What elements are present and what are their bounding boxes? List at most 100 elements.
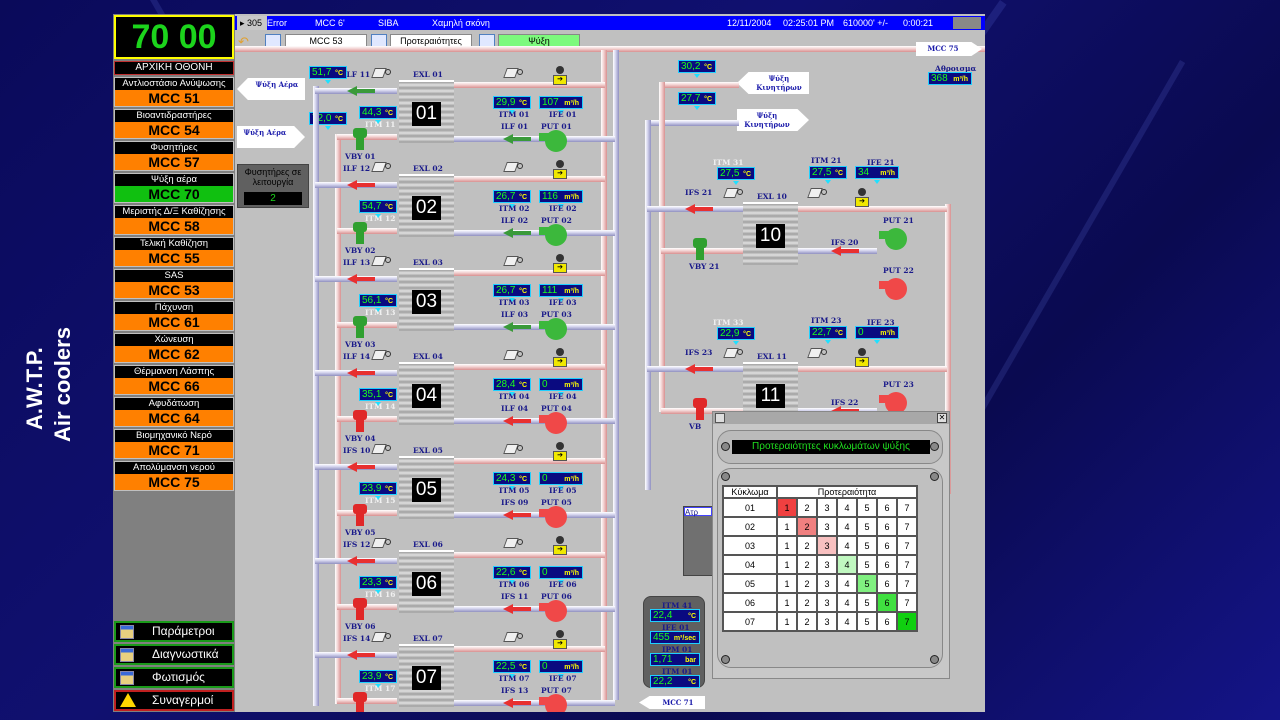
priority-cell[interactable]: 3: [816, 516, 838, 537]
nav-button[interactable]: Διαγνωστικά: [114, 644, 234, 665]
priority-cell[interactable]: 3: [816, 497, 838, 518]
nav-button[interactable]: Παράμετροι: [114, 621, 234, 642]
priority-cell-selected[interactable]: 1: [776, 497, 798, 518]
priority-cell[interactable]: 3: [816, 573, 838, 594]
bypass-valve-icon[interactable]: [353, 222, 367, 244]
bypass-valve-icon[interactable]: [353, 692, 367, 712]
temperature-sensor-icon[interactable]: [371, 536, 391, 550]
priority-cell[interactable]: 3: [816, 611, 838, 632]
bypass-valve-icon[interactable]: [353, 316, 367, 338]
priority-cell-selected[interactable]: 7: [896, 611, 918, 632]
temperature-sensor-icon[interactable]: [723, 346, 743, 360]
air-out-tag[interactable]: Ψύξη Αέρα: [237, 78, 305, 100]
priority-cell-selected[interactable]: 5: [856, 573, 878, 594]
heat-exchanger[interactable]: 03: [399, 268, 454, 332]
heat-exchanger[interactable]: 04: [399, 362, 454, 426]
priority-cell[interactable]: 2: [796, 554, 818, 575]
temperature-sensor-icon[interactable]: [371, 630, 391, 644]
bypass-valve-icon[interactable]: [353, 128, 367, 150]
home-button[interactable]: ΑΡΧΙΚΗ ΟΘΟΝΗ: [114, 61, 234, 75]
temperature-sensor-icon[interactable]: [371, 66, 391, 80]
priority-cell[interactable]: 5: [856, 554, 878, 575]
flow-meter-icon[interactable]: ➔: [553, 442, 567, 464]
priority-cell[interactable]: 1: [776, 516, 798, 537]
pump-icon[interactable]: [539, 694, 569, 712]
mcc71-tag[interactable]: MCC 71: [639, 696, 705, 709]
priority-cell[interactable]: 4: [836, 535, 858, 556]
temperature-sensor-icon[interactable]: [503, 536, 523, 550]
priority-cell[interactable]: 6: [876, 573, 898, 594]
flow-meter-icon[interactable]: ➔: [553, 254, 567, 276]
pump-icon[interactable]: [539, 600, 569, 622]
priority-cell[interactable]: 6: [876, 516, 898, 537]
flow-meter-icon[interactable]: ➔: [553, 536, 567, 558]
temperature-sensor-icon[interactable]: [503, 348, 523, 362]
priority-cell[interactable]: 7: [896, 535, 918, 556]
temperature-sensor-icon[interactable]: [503, 66, 523, 80]
engine-out-tag[interactable]: Ψύξη Κινητήρων: [737, 72, 809, 94]
priority-cell[interactable]: 1: [776, 592, 798, 613]
bypass-valve-icon[interactable]: [353, 410, 367, 432]
priority-cell[interactable]: 2: [796, 535, 818, 556]
priority-cell[interactable]: 7: [896, 554, 918, 575]
priority-cell[interactable]: 3: [816, 554, 838, 575]
mcc75-tag[interactable]: MCC 75: [916, 42, 982, 56]
priority-cell[interactable]: 4: [836, 573, 858, 594]
pump-icon[interactable]: [539, 412, 569, 434]
bypass-valve-icon[interactable]: [353, 598, 367, 620]
priority-cell[interactable]: 5: [856, 497, 878, 518]
priority-cell-selected[interactable]: 3: [816, 535, 838, 556]
priority-cell[interactable]: 6: [876, 611, 898, 632]
flow-meter-icon[interactable]: ➔: [855, 348, 869, 370]
priority-cell[interactable]: 5: [856, 611, 878, 632]
priority-cell[interactable]: 6: [876, 535, 898, 556]
pump-icon[interactable]: [539, 506, 569, 528]
pump-icon[interactable]: [539, 130, 569, 152]
priority-cell[interactable]: 6: [876, 497, 898, 518]
priority-cell-selected[interactable]: 4: [836, 554, 858, 575]
priority-cell[interactable]: 7: [896, 573, 918, 594]
temperature-sensor-icon[interactable]: [371, 348, 391, 362]
bypass-valve-icon[interactable]: [353, 504, 367, 526]
priority-cell[interactable]: 7: [896, 497, 918, 518]
temperature-sensor-icon[interactable]: [371, 254, 391, 268]
priority-cell-selected[interactable]: 2: [796, 516, 818, 537]
pump-icon[interactable]: [879, 228, 909, 250]
priority-cell[interactable]: 4: [836, 592, 858, 613]
priority-cell[interactable]: 7: [896, 592, 918, 613]
priority-cell[interactable]: 1: [776, 535, 798, 556]
temperature-sensor-icon[interactable]: [371, 160, 391, 174]
priority-cell[interactable]: 5: [856, 535, 878, 556]
priority-cell[interactable]: 1: [776, 611, 798, 632]
bypass-valve-icon[interactable]: [693, 238, 707, 260]
nav-button[interactable]: Συναγερμοί: [114, 690, 234, 711]
heat-exchanger[interactable]: 02: [399, 174, 454, 238]
priority-cell[interactable]: 2: [796, 611, 818, 632]
temperature-sensor-icon[interactable]: [503, 254, 523, 268]
priority-cell[interactable]: 1: [776, 554, 798, 575]
pump-icon[interactable]: [539, 224, 569, 246]
priority-cell[interactable]: 5: [856, 592, 878, 613]
priority-cell[interactable]: 1: [776, 573, 798, 594]
temperature-sensor-icon[interactable]: [503, 160, 523, 174]
priority-cell-selected[interactable]: 6: [876, 592, 898, 613]
priority-cell[interactable]: 6: [876, 554, 898, 575]
undo-icon[interactable]: ↶: [238, 34, 249, 49]
flow-meter-icon[interactable]: ➔: [553, 66, 567, 88]
heat-exchanger[interactable]: 07: [399, 644, 454, 708]
bypass-valve-icon[interactable]: [693, 398, 707, 420]
engine-in-tag[interactable]: Ψύξη Κινητήρων: [737, 109, 809, 131]
flow-meter-icon[interactable]: ➔: [553, 348, 567, 370]
temperature-sensor-icon[interactable]: [807, 186, 827, 200]
